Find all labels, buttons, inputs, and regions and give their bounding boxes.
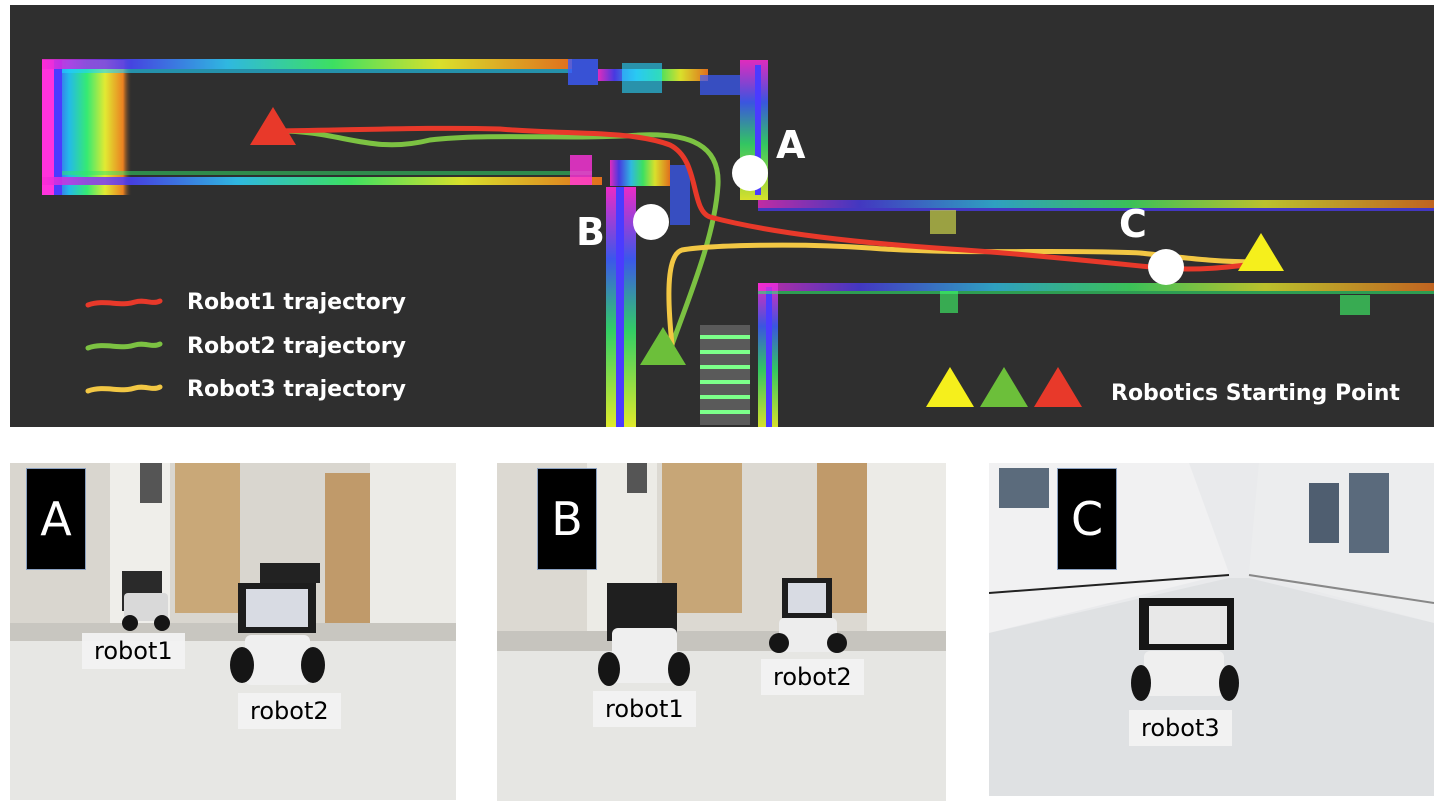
robot2-photo-b: [769, 578, 847, 653]
robot1-trajectory: [273, 125, 1265, 272]
map-stairs: [700, 325, 750, 425]
legend-robot1-swatch: [85, 298, 163, 308]
robot3-photo-c: [1131, 598, 1239, 701]
robot2-photo-a: [230, 563, 325, 685]
legend-robot2-swatch: [85, 341, 163, 351]
checkpoint-c-label: C: [1119, 202, 1147, 246]
robot1-photo-a: [122, 571, 170, 631]
robot1-start-marker: [250, 107, 296, 145]
checkpoint-c-marker: [1148, 249, 1184, 285]
photo-b-robot2-label: robot2: [761, 659, 864, 695]
photo-a-robot2-label: robot2: [238, 693, 341, 729]
map-walls: [42, 59, 1434, 427]
photo-checkpoint-b: B robot1 robot2: [497, 463, 946, 801]
start-key-green-triangle: [980, 367, 1028, 407]
start-key-red-triangle: [1034, 367, 1082, 407]
legend-robot3-label: Robot3 trajectory: [187, 377, 406, 402]
checkpoint-b-marker: [633, 204, 669, 240]
map-canvas: A B C Robot1 trajectory Robot2 trajector…: [42, 59, 1434, 427]
checkpoint-b-label: B: [576, 210, 605, 254]
starting-point-label: Robotics Starting Point: [1111, 381, 1400, 406]
photo-a-robot1-label: robot1: [82, 633, 185, 669]
robot1-photo-b: [598, 583, 690, 686]
photo-b-robot1-label: robot1: [593, 691, 696, 727]
photo-b-tag: B: [537, 468, 597, 570]
photo-checkpoint-c: C robot3: [989, 463, 1434, 796]
starting-point-key: Robotics Starting Point: [926, 367, 1400, 407]
checkpoint-a-label: A: [776, 123, 806, 167]
start-key-yellow-triangle: [926, 367, 974, 407]
photo-a-scene: [10, 463, 456, 800]
checkpoint-a-marker: [732, 155, 768, 191]
robot2-start-marker: [640, 327, 686, 365]
photo-c-scene: [989, 463, 1434, 796]
legend-robot3-swatch: [85, 384, 163, 394]
photo-c-robot3-label: robot3: [1129, 710, 1232, 746]
legend-robot2-label: Robot2 trajectory: [187, 334, 406, 359]
trajectory-map: A B C Robot1 trajectory Robot2 trajector…: [10, 5, 1434, 427]
legend-robot1-label: Robot1 trajectory: [187, 290, 406, 315]
robot3-start-marker: [1238, 233, 1284, 271]
legend: Robot1 trajectory Robot2 trajectory Robo…: [85, 290, 406, 402]
photo-a-tag: A: [26, 468, 86, 570]
photo-c-tag: C: [1057, 468, 1117, 570]
photo-checkpoint-a: A robot1 robot2: [10, 463, 456, 800]
